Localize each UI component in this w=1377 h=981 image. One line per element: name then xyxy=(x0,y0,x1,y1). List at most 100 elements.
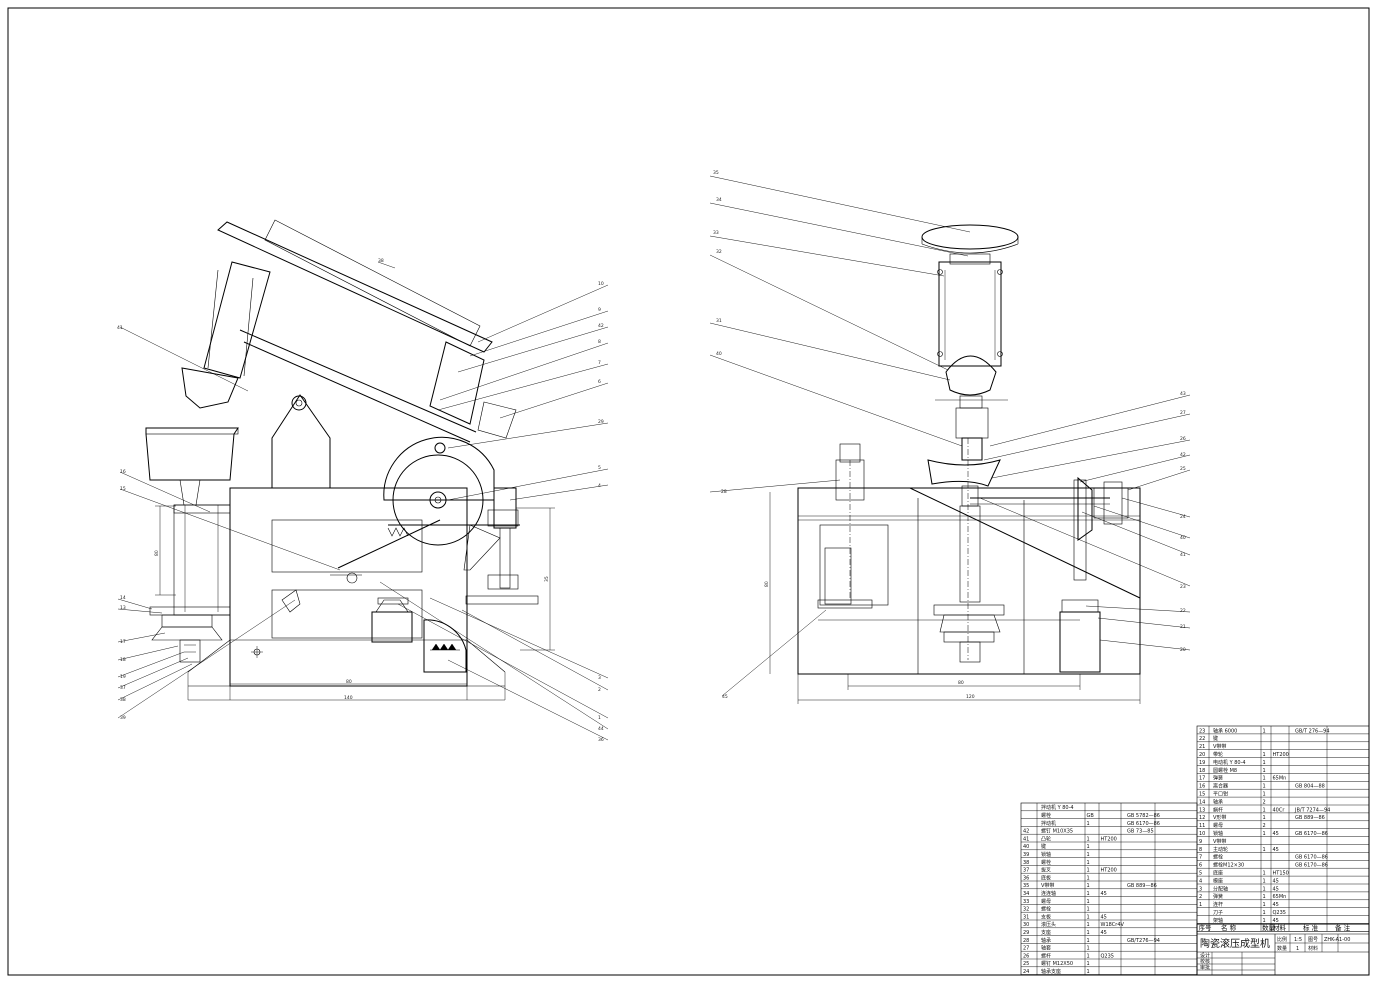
table-cell-qty: 1 xyxy=(1263,871,1266,877)
table-cell-name: 支板 xyxy=(1041,913,1051,920)
table-cell-no: 26 xyxy=(1023,953,1029,959)
table-cell-qty: 1 xyxy=(1087,930,1090,936)
left-callout: 16 xyxy=(120,469,126,475)
left-callout: 37 xyxy=(120,685,126,691)
table-cell-no: 18 xyxy=(1199,768,1205,774)
right-callout: 41 xyxy=(1180,552,1186,558)
table-cell-no: 42 xyxy=(1023,829,1029,835)
table-cell-material: HT200 xyxy=(1101,836,1117,842)
left-callout: 13 xyxy=(120,605,126,611)
table-cell-no: 1 xyxy=(1199,902,1202,908)
left-callout: 7 xyxy=(598,360,601,366)
left-callout: 44 xyxy=(598,726,604,732)
table-cell-standard: GB 73—85 xyxy=(1127,829,1154,835)
table-header-name: 名 称 xyxy=(1221,923,1237,932)
table-cell-name: 锁轴 xyxy=(1041,851,1051,858)
table-cell-no: 38 xyxy=(1023,860,1029,866)
table-header-no: 序号 xyxy=(1199,923,1213,932)
table-cell-qty: 1 xyxy=(1263,910,1266,916)
table-cell-qty: 1 xyxy=(1263,752,1266,758)
left-callout: 39 xyxy=(120,715,126,721)
table-cell-material: 45 xyxy=(1101,914,1107,920)
right-callout: 26 xyxy=(1180,436,1186,442)
table-cell-qty: 1 xyxy=(1087,868,1090,874)
table-cell-material: 45 xyxy=(1273,878,1279,884)
table-cell-qty: 1 xyxy=(1087,821,1090,827)
table-cell-qty: 1 xyxy=(1263,894,1266,900)
hopper xyxy=(145,427,239,481)
table-cell-name: 键 xyxy=(1213,735,1218,742)
table-cell-qty: 1 xyxy=(1087,860,1090,866)
table-cell-qty: 1 xyxy=(1087,907,1090,913)
right-callout: 28 xyxy=(721,489,727,495)
table-cell-qty: 1 xyxy=(1263,776,1266,782)
table-cell-standard: GB 6170—86 xyxy=(1295,855,1328,861)
table-cell-material: 45 xyxy=(1273,847,1279,853)
table-cell-material: 45 xyxy=(1101,891,1107,897)
table-cell-name: 分配轴 xyxy=(1213,885,1228,892)
scale-label: 比例 xyxy=(1277,936,1287,943)
table-cell-name: 模座 xyxy=(1213,877,1223,884)
table-cell-no: 16 xyxy=(1199,784,1205,790)
table-cell-material: 65Mn xyxy=(1273,894,1287,900)
table-cell-standard: GB 6170—86 xyxy=(1295,863,1328,869)
table-cell-qty: 1 xyxy=(1087,953,1090,959)
table-cell-name: 螺母 xyxy=(1213,822,1223,829)
scale-value: 1:5 xyxy=(1294,937,1302,943)
table-cell-name: 蜗杆 xyxy=(1213,806,1223,813)
table-cell-qty: 1 xyxy=(1087,922,1090,928)
table-cell-no: 7 xyxy=(1199,855,1202,861)
right-callout: 23 xyxy=(1180,584,1186,590)
table-cell-qty: 2 xyxy=(1263,799,1266,805)
table-header-standard: 标 准 xyxy=(1303,923,1319,932)
right-callout: 22 xyxy=(1180,608,1186,614)
check-label: 校核 xyxy=(1200,958,1210,965)
table-cell-no: 25 xyxy=(1023,961,1029,967)
table-cell-name: 凸轮 xyxy=(1041,835,1051,842)
dim-right-total: 120 xyxy=(966,694,975,700)
table-cell-qty: 1 xyxy=(1087,883,1090,889)
table-cell-material: 45 xyxy=(1273,902,1279,908)
table-cell-name: 轴承 xyxy=(1041,937,1051,944)
table-cell-name: V形带 xyxy=(1213,814,1226,821)
design-label: 设计 xyxy=(1200,952,1210,959)
table-cell-qty: 1 xyxy=(1087,914,1090,920)
table-cell-no: 6 xyxy=(1199,863,1202,869)
table-cell-no: 12 xyxy=(1199,815,1205,821)
right-callout: 45 xyxy=(722,694,728,700)
table-cell-no: 24 xyxy=(1023,969,1029,975)
table-cell-name: V带带 xyxy=(1213,839,1226,845)
support-column xyxy=(271,394,331,489)
table-cell-qty: 1 xyxy=(1087,899,1090,905)
table-cell-standard: JB/T 7274—94 xyxy=(1294,807,1330,813)
base-frame xyxy=(229,487,468,687)
table-cell-name: 螺栓M12×30 xyxy=(1213,862,1244,869)
table-cell-standard: GB/T276—94 xyxy=(1127,938,1160,944)
table-cell-name: 离合器 xyxy=(1213,783,1228,790)
right-callout: 24 xyxy=(1180,514,1186,520)
table-cell-material: HT200 xyxy=(1273,752,1289,758)
table-cell-name: 滚压头 xyxy=(1041,921,1056,928)
table-cell-name: V带带 xyxy=(1041,883,1054,889)
table-cell-no: 20 xyxy=(1199,752,1205,758)
table-cell-no: 19 xyxy=(1199,760,1205,766)
table-cell-name: 架轴 xyxy=(1213,917,1223,924)
table-cell-name: 连杆 xyxy=(1213,901,1223,908)
dim-inner-width: 80 xyxy=(346,679,352,685)
table-cell-no: 39 xyxy=(1023,852,1029,858)
right-callout: 35 xyxy=(713,170,719,176)
table-cell-name: 螺栓 xyxy=(1213,854,1223,861)
table-cell-material: 45 xyxy=(1273,831,1279,837)
drawing-no-value: ZHK-A1-00 xyxy=(1324,937,1350,943)
table-cell-no: 30 xyxy=(1023,922,1029,928)
right-callout: 43 xyxy=(1180,391,1186,397)
table-cell-name: 平口钳 xyxy=(1213,791,1228,798)
table-cell-qty: 1 xyxy=(1263,918,1266,924)
table-cell-no: 41 xyxy=(1023,836,1029,842)
left-callout: 3 xyxy=(598,675,601,681)
table-cell-qty: 1 xyxy=(1087,836,1090,842)
table-cell-name: 螺栓 xyxy=(1041,906,1051,913)
left-callout: 4 xyxy=(598,483,601,489)
table-cell-name: 底板 xyxy=(1041,874,1051,881)
